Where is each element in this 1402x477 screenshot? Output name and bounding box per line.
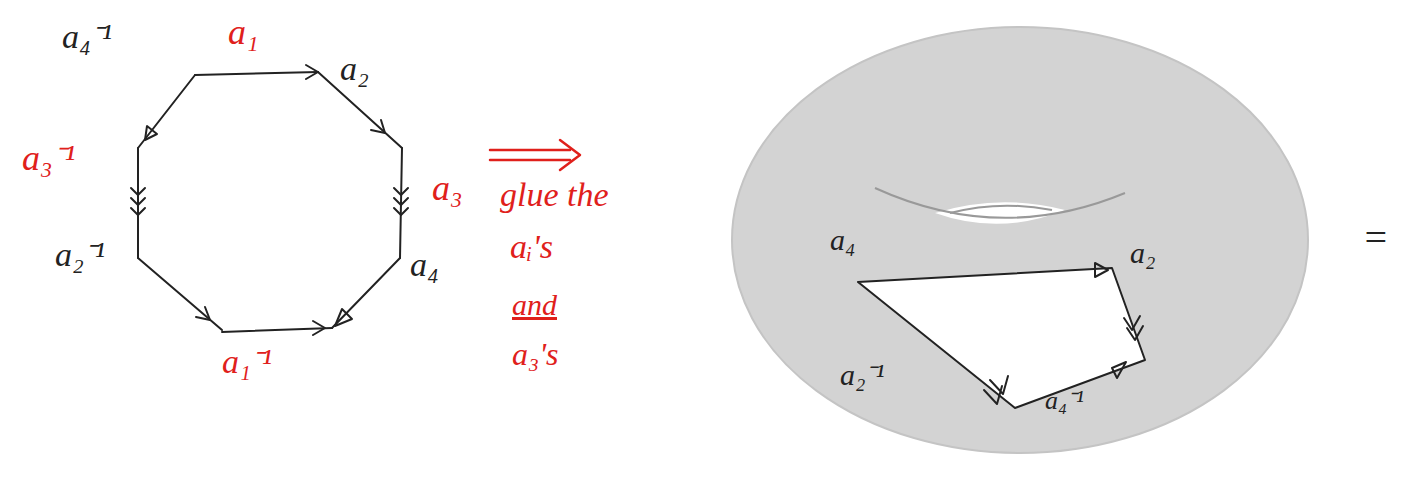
cut-hole (858, 268, 1145, 408)
edge-line (138, 75, 195, 148)
note-text: aᵢ's (510, 230, 553, 264)
arrow-mark (371, 120, 385, 133)
torus-body (732, 27, 1308, 453)
arrow-mark (196, 307, 210, 320)
torus-hole-edge (950, 206, 1052, 213)
edge-label: a₂ (340, 52, 369, 86)
edge-label: a₄⁻¹ (1045, 388, 1084, 414)
torus-hole-edge (875, 188, 1125, 218)
edge-label: a₂⁻¹ (55, 238, 105, 272)
arrow-mark (394, 188, 408, 215)
edge-line (195, 72, 318, 75)
note-text: a₃'s (512, 338, 558, 370)
arrow-mark (145, 126, 157, 140)
edge-label: a₄ (410, 248, 439, 282)
edge-label: a₃ (432, 170, 463, 206)
equals-sign: = (1362, 218, 1389, 258)
edge-label: a₁ (228, 14, 259, 50)
edge-label: a₄ (830, 225, 855, 255)
arrow-mark (306, 65, 318, 79)
edge-line (222, 328, 332, 332)
edge-label: a₂ (1130, 238, 1155, 268)
edge-label: a₁⁻¹ (222, 345, 272, 379)
arrow-mark (1112, 362, 1126, 378)
glue-arrow (490, 140, 580, 170)
arrow-mark (131, 188, 145, 215)
arrow-mark (1124, 316, 1143, 340)
edge-label: a₄⁻¹ (62, 20, 112, 54)
edge-line (138, 258, 222, 330)
edge-label: a₃⁻¹ (22, 140, 75, 176)
note-text: glue the (500, 178, 609, 212)
arrow-mark (1095, 263, 1108, 277)
edge-line (332, 258, 400, 328)
arrow-mark (335, 309, 352, 326)
note-text: and (512, 290, 557, 320)
arrow-mark (984, 376, 1008, 404)
edge-label: a₂⁻¹ (840, 360, 884, 390)
arrow-mark (313, 321, 325, 335)
